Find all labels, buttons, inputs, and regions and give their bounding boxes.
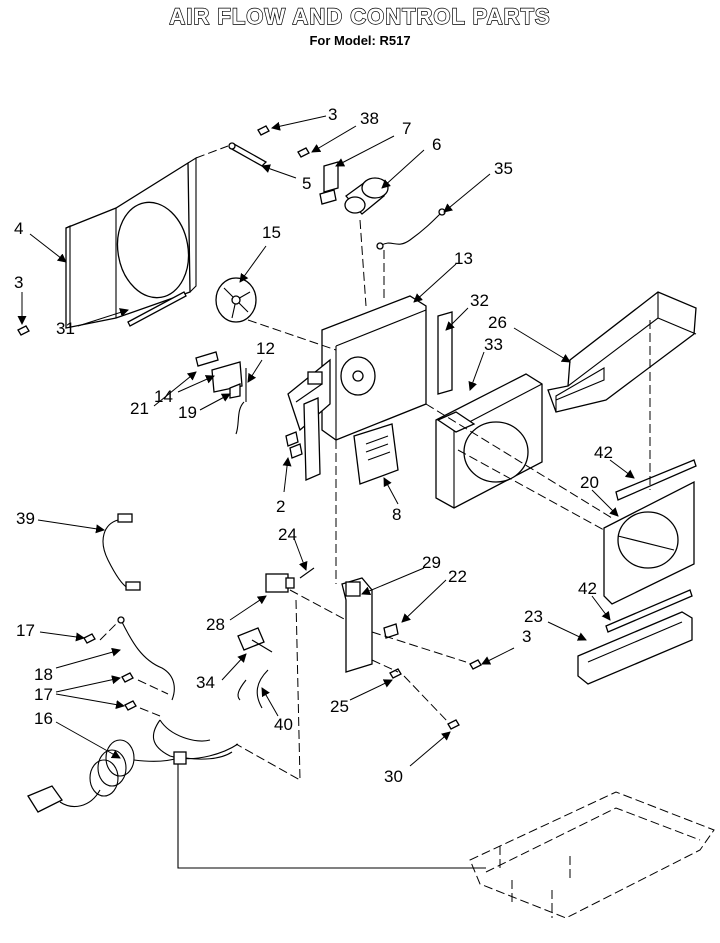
callout-40: 40: [274, 715, 293, 734]
part-34-receptacle: [237, 627, 273, 653]
callout-32: 32: [470, 291, 489, 310]
callout-42-lower: 42: [578, 579, 597, 598]
callout-38: 38: [360, 109, 379, 128]
part-28-terminal: [265, 573, 295, 593]
part-2-switch: [285, 397, 321, 481]
callout-3-left: 3: [14, 273, 23, 292]
callout-19: 19: [178, 403, 197, 422]
model-subtitle: For Model: R517: [309, 33, 411, 48]
screw-icons: [17, 125, 482, 730]
part-6-capacitor: [344, 177, 389, 215]
callout-22: 22: [448, 567, 467, 586]
part-4-shroud: [65, 157, 197, 329]
part-39-wire-harness: [102, 513, 141, 591]
callout-28: 28: [206, 615, 225, 634]
part-20-orifice: [603, 480, 695, 605]
part-42-seal-upper: [615, 459, 697, 501]
part-18-ground-wire: [121, 621, 175, 701]
callout-13: 13: [454, 249, 473, 268]
callout-20: 20: [580, 473, 599, 492]
part-24-wire: [299, 567, 315, 579]
part-40-wire: [256, 669, 269, 709]
callout-17-mid: 17: [34, 685, 53, 704]
callout-15: 15: [262, 223, 281, 242]
callout-42-upper: 42: [594, 443, 613, 462]
callout-3-top: 3: [328, 105, 337, 124]
part-13-control-housing: [287, 295, 427, 441]
callout-34: 34: [196, 673, 215, 692]
part-15-fan: [215, 277, 257, 323]
part-7-capacitor-bracket: [319, 161, 339, 205]
assembly-lines: [99, 145, 651, 869]
part-8-control-board: [353, 423, 399, 485]
callout-14: 14: [154, 387, 173, 406]
callout-25: 25: [330, 697, 349, 716]
diagram-title: AIR FLOW AND CONTROL PARTS: [169, 3, 551, 29]
callout-8: 8: [392, 505, 401, 524]
callout-35: 35: [494, 159, 513, 178]
part-5-bracket: [228, 142, 268, 167]
callout-26: 26: [488, 313, 507, 332]
callout-18: 18: [34, 665, 53, 684]
callout-16: 16: [34, 709, 53, 728]
callout-3-right: 3: [522, 627, 531, 646]
callout-4: 4: [14, 219, 23, 238]
callout-7: 7: [402, 119, 411, 138]
part-33-scroll: [435, 373, 543, 509]
base-pan: [469, 791, 715, 919]
callout-30: 30: [384, 767, 403, 786]
part-16-power-cord: [27, 719, 239, 813]
callout-33: 33: [484, 335, 503, 354]
leader-arrows: [17, 115, 635, 767]
callout-12: 12: [256, 339, 275, 358]
part-42-seal-lower: [605, 589, 693, 633]
callout-39: 39: [16, 509, 35, 528]
part-31-seal: [127, 291, 187, 327]
part-26-air-duct: [547, 291, 697, 413]
callout-23: 23: [524, 607, 543, 626]
part-35-ground-wire: [379, 211, 443, 247]
part-23-tray: [577, 611, 693, 685]
part-32-seal: [437, 311, 453, 395]
callout-2: 2: [276, 497, 285, 516]
callout-6: 6: [432, 135, 441, 154]
callout-17-top: 17: [16, 621, 35, 640]
parts-21-14-19-12: [195, 351, 247, 435]
callout-labels: 3 38 7 6 35 5 4 15 13 32 26 3 33 31 12 2…: [14, 105, 613, 786]
callout-21: 21: [130, 399, 149, 418]
callout-5: 5: [302, 174, 311, 193]
callout-31: 31: [56, 319, 75, 338]
callout-24: 24: [278, 525, 297, 544]
callout-29: 29: [422, 553, 441, 572]
part-29-bracket: [341, 577, 399, 673]
